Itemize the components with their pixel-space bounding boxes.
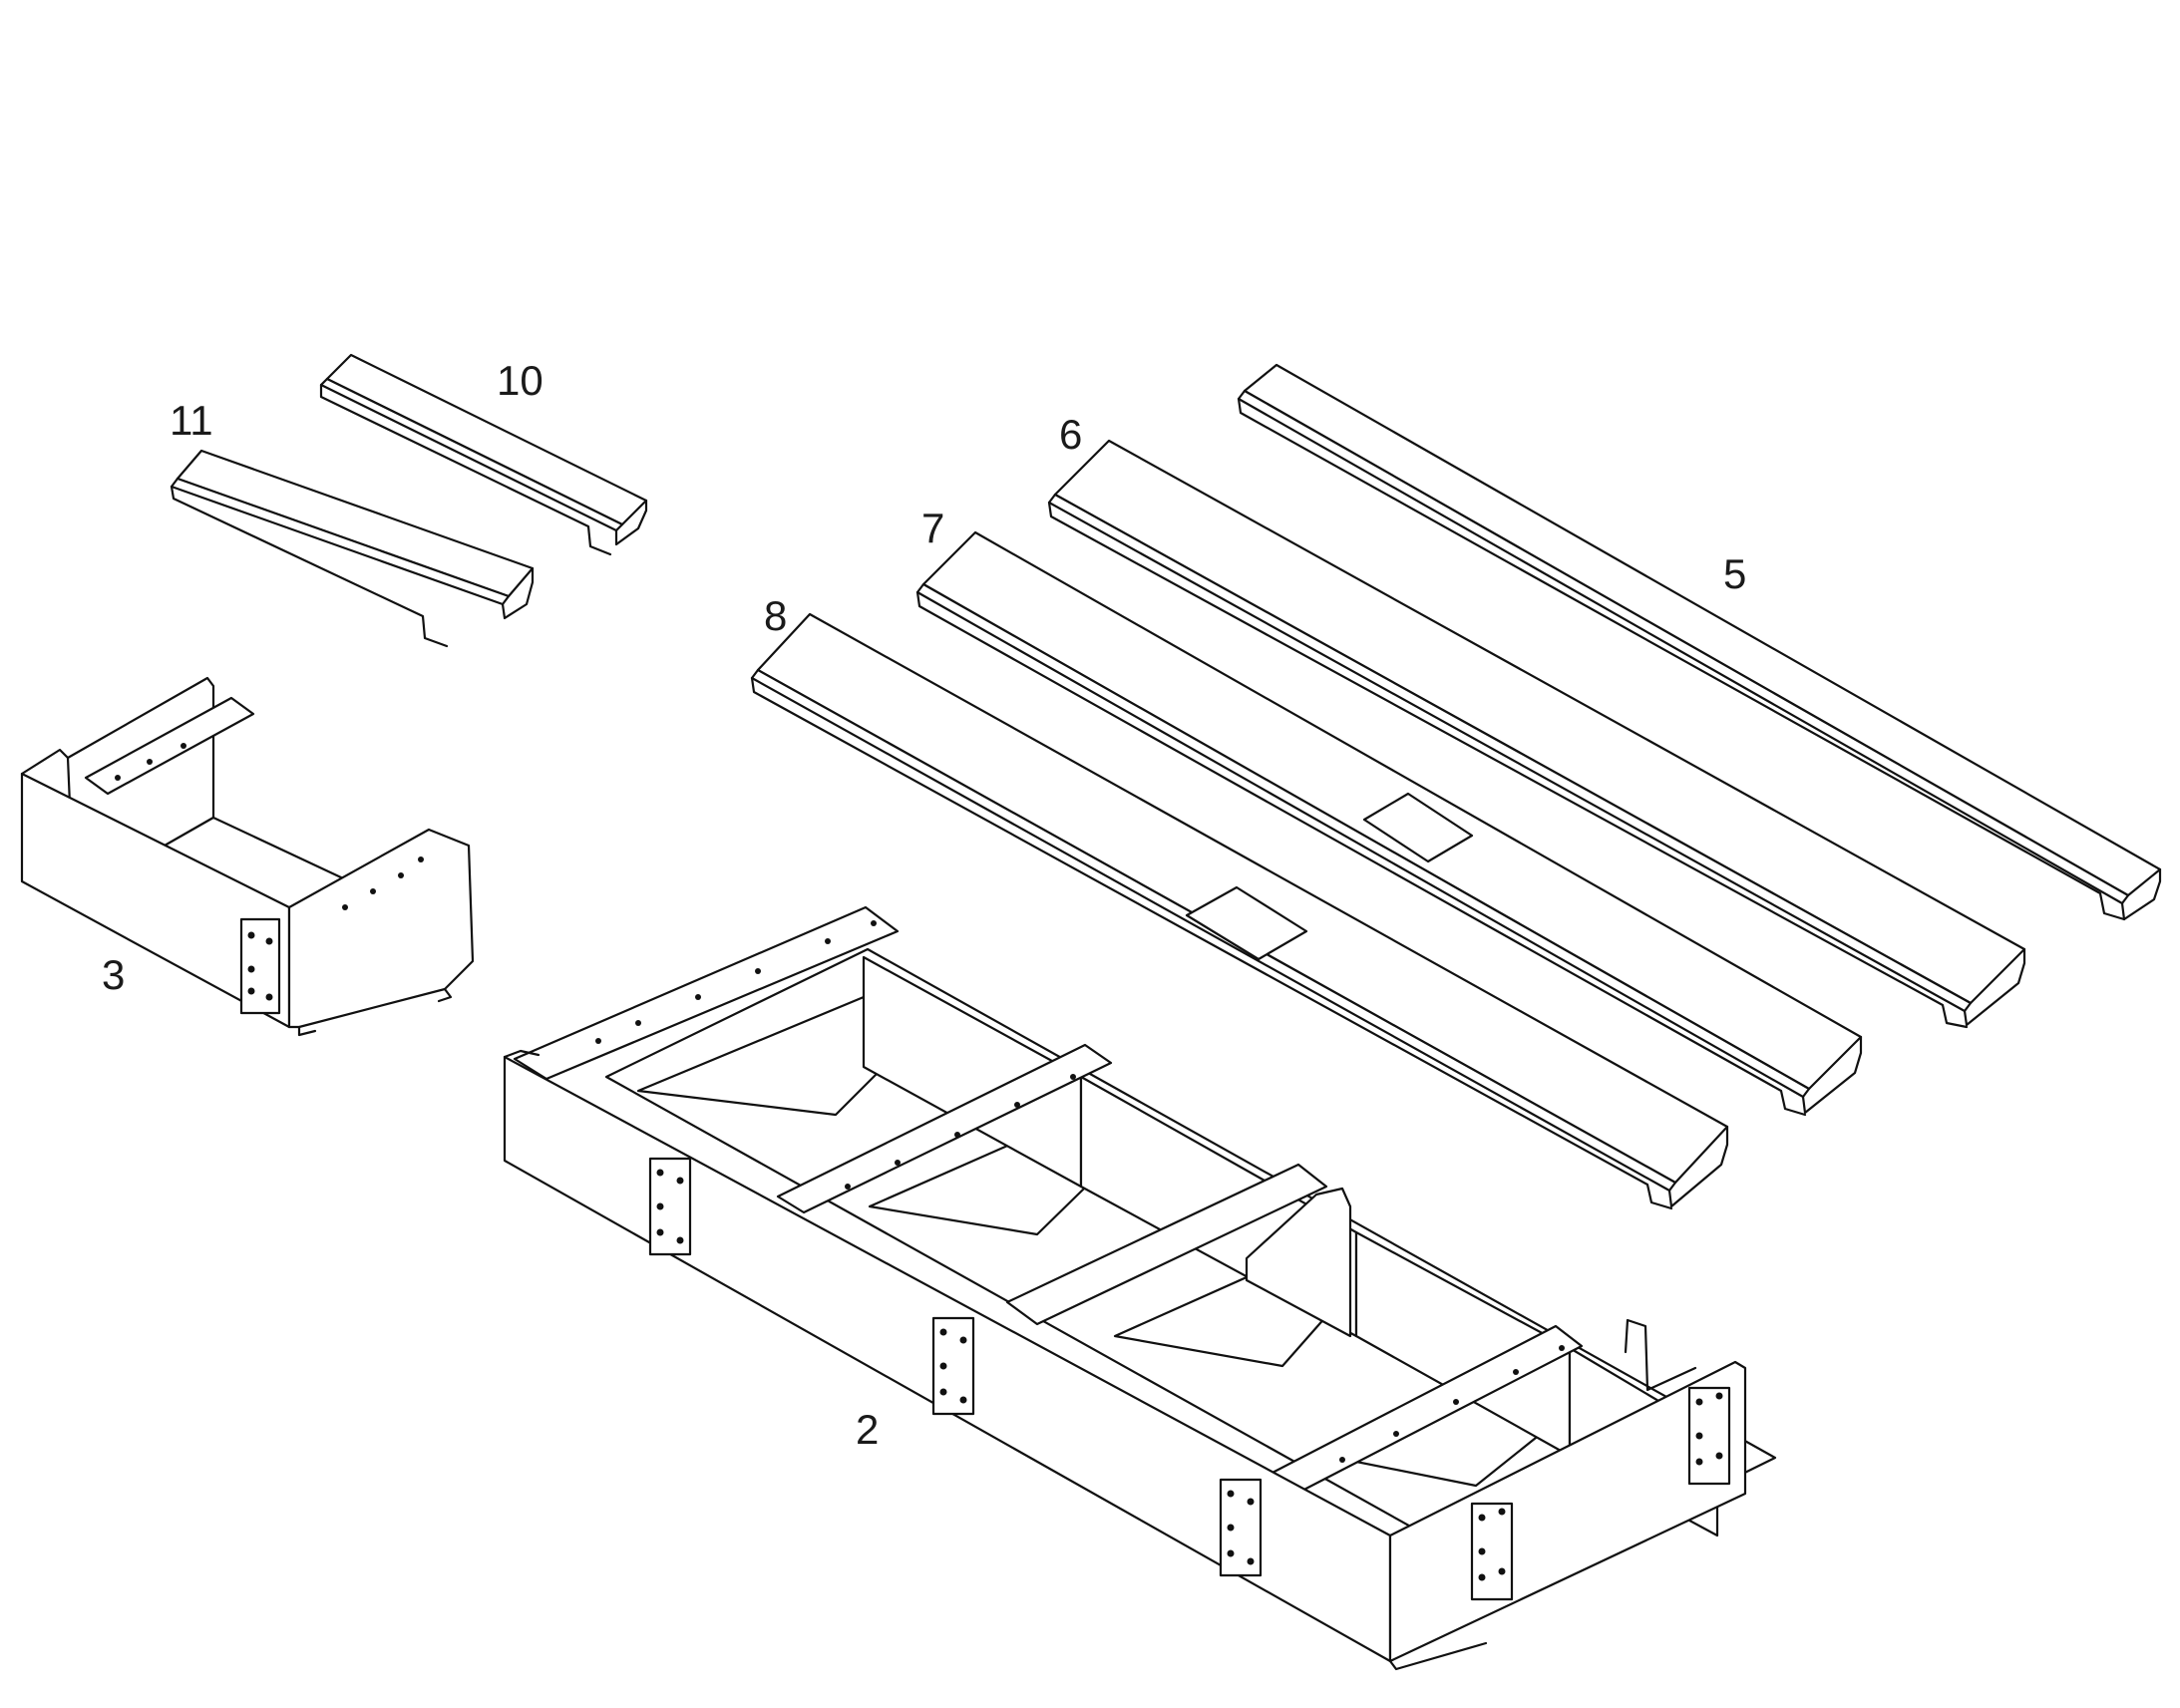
- callout-8: 8: [764, 592, 787, 639]
- mount-plate: [1219, 1478, 1263, 1577]
- mount-plate: [931, 1316, 975, 1416]
- mount-plate: [1470, 1502, 1514, 1601]
- callout-2: 2: [856, 1406, 879, 1453]
- grating-tread-6[interactable]: [1047, 439, 2026, 1029]
- callout-10: 10: [497, 357, 544, 404]
- step-frame-assembly-2[interactable]: [503, 905, 1777, 1671]
- mount-plate: [648, 1157, 692, 1256]
- mount-plate: [239, 917, 281, 1015]
- callout-11: 11: [170, 397, 213, 444]
- grating-tread-7[interactable]: [915, 530, 1863, 1117]
- grating-tread-10[interactable]: [319, 353, 648, 556]
- mount-plate: [1687, 1386, 1731, 1486]
- step-box-bracket-3[interactable]: [20, 676, 475, 1037]
- tread-7-cutout: [1362, 792, 1474, 863]
- callout-7: 7: [921, 505, 944, 551]
- grating-tread-11[interactable]: [170, 449, 535, 648]
- grating-tread-5[interactable]: [1237, 363, 2162, 921]
- callout-5: 5: [1723, 550, 1746, 597]
- grating-tread-8[interactable]: [750, 612, 1729, 1210]
- callout-3: 3: [102, 951, 125, 998]
- callout-6: 6: [1059, 411, 1082, 458]
- tread-8-cutout: [1185, 885, 1308, 961]
